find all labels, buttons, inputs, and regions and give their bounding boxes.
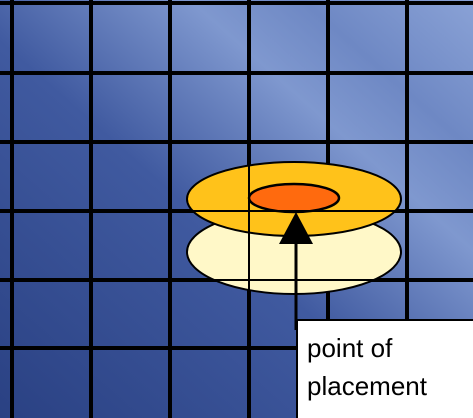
callout-line-1: point of <box>307 329 473 367</box>
upper-disc-center <box>249 184 339 212</box>
callout-label-box: point of placement <box>296 319 473 418</box>
callout-line-2: placement <box>307 367 473 405</box>
